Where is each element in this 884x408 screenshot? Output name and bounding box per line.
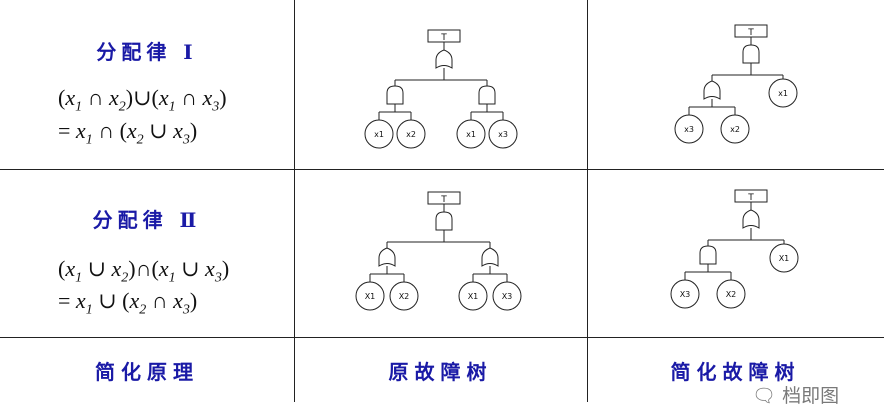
law2-formula-line1: (x1 ∪ x2)∩(x1 ∪ x3) xyxy=(58,256,230,286)
basic-event-circle xyxy=(769,243,799,273)
basic-event-label: X3 xyxy=(680,290,691,299)
basic-event-circle xyxy=(458,281,488,311)
basic-event-label: x1 xyxy=(466,130,476,139)
basic-event-label: x2 xyxy=(730,125,740,134)
and-gate xyxy=(699,245,717,265)
or-gate xyxy=(742,209,760,229)
fault-tree-row2-original: T X1 X2 X1 X3 xyxy=(355,191,522,311)
or-gate xyxy=(435,49,453,69)
basic-event-label: x1 xyxy=(778,89,788,98)
and-gate xyxy=(478,85,496,105)
fault-tree-row1-original: Tx1 x2 x1 x3 xyxy=(364,29,518,149)
basic-event-circle xyxy=(456,119,486,149)
top-event-label: T xyxy=(747,28,754,38)
top-event-label: T xyxy=(440,33,447,43)
basic-event-circle xyxy=(396,119,426,149)
and-gate xyxy=(742,44,760,64)
top-event-label: T xyxy=(440,195,447,205)
fault-tree-row1-simplified: Tx3 x2 x1 xyxy=(674,24,798,144)
row-divider-2 xyxy=(0,337,884,338)
basic-event-circle xyxy=(492,281,522,311)
top-event-label: T xyxy=(747,193,754,203)
basic-event-circle xyxy=(670,279,700,309)
law1-formula-line2: = x1 ∩ (x2 ∪ x3) xyxy=(58,118,198,148)
and-gate xyxy=(435,211,453,231)
basic-event-circle xyxy=(716,279,746,309)
footer-label-original-tree: 原故障树 xyxy=(388,360,493,384)
basic-event-circle xyxy=(488,119,518,149)
or-gate xyxy=(703,80,721,100)
wechat-icon: 🗨︎ xyxy=(752,385,777,407)
or-gate xyxy=(378,247,396,267)
watermark-text: 档即图 xyxy=(782,385,840,407)
basic-event-label: X1 xyxy=(468,292,479,301)
law2-formula-line2: = x1 ∪ (x2 ∩ x3) xyxy=(58,288,198,318)
basic-event-label: X2 xyxy=(399,292,410,301)
basic-event-label: X2 xyxy=(726,290,737,299)
basic-event-label: X3 xyxy=(502,292,513,301)
basic-event-label: x3 xyxy=(684,125,694,134)
basic-event-circle xyxy=(389,281,419,311)
basic-event-circle xyxy=(355,281,385,311)
law1-formula-line1: (x1 ∩ x2)∪(x1 ∩ x3) xyxy=(58,85,227,115)
basic-event-label: x2 xyxy=(406,130,416,139)
basic-event-label: x1 xyxy=(374,130,384,139)
watermark-logo: 🗨︎ 档即图 xyxy=(752,381,839,408)
fault-tree-row2-simplified: T X3 X2 X1 xyxy=(670,189,799,309)
basic-event-circle xyxy=(720,114,750,144)
basic-event-circle xyxy=(364,119,394,149)
basic-event-circle xyxy=(674,114,704,144)
law1-title: 分配律 Ⅰ xyxy=(96,40,198,64)
basic-event-label: x3 xyxy=(498,130,508,139)
basic-event-label: X1 xyxy=(365,292,376,301)
row-divider-1 xyxy=(0,169,884,170)
footer-label-principle: 简化原理 xyxy=(95,360,199,384)
law2-title: 分配律 Ⅱ xyxy=(92,208,202,232)
column-divider-1 xyxy=(294,0,295,402)
and-gate xyxy=(386,85,404,105)
column-divider-2 xyxy=(587,0,588,402)
basic-event-label: X1 xyxy=(779,254,790,263)
basic-event-circle xyxy=(768,78,798,108)
or-gate xyxy=(481,247,499,267)
footer-label-simplified-tree: 简化故障树 xyxy=(670,360,801,384)
